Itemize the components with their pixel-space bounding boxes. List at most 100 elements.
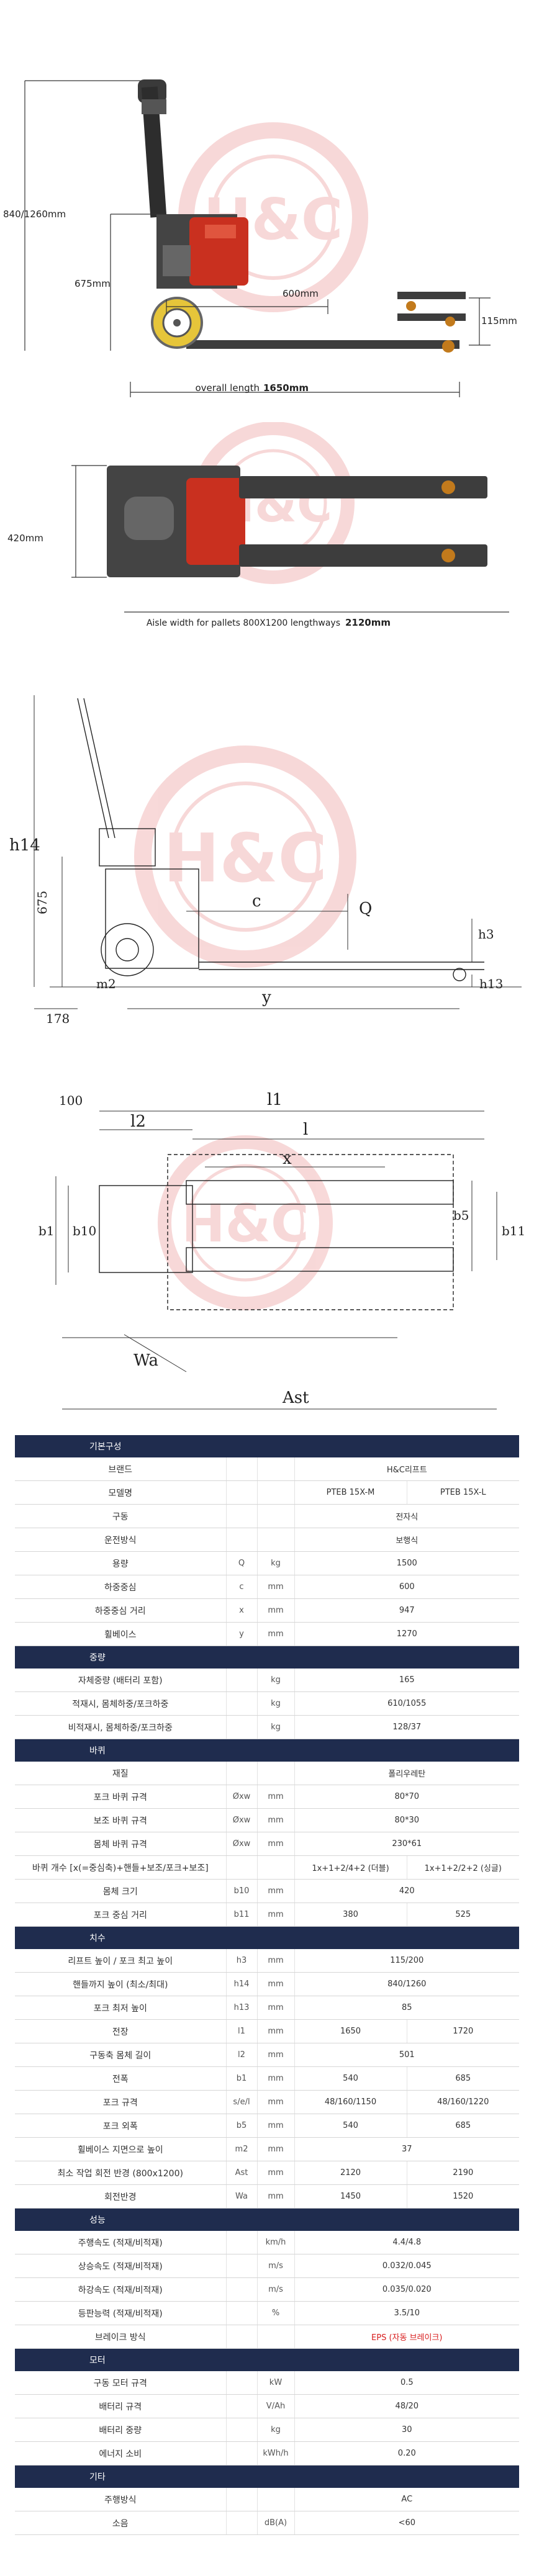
spec-symbol: b5 [226,2114,258,2138]
fork-top-lower [239,544,487,567]
spec-symbol [226,2230,258,2254]
section-title: 기본구성 [15,1435,520,1457]
spec-symbol [226,1761,258,1785]
spec-label: 최소 작업 회전 반경 (800x1200) [15,2161,227,2185]
section-header: 모터 [15,2348,520,2371]
side-technical-drawing: H&C h14 675 c Q h3 178 m2 y h13 [9,695,522,1026]
spec-value: 128/37 [294,1715,520,1739]
spec-unit [257,1457,295,1481]
spec-value-m: 1450 [294,2184,407,2209]
spec-label: 운전방식 [15,1528,227,1552]
spec-unit [257,1855,295,1880]
spec-value: 보행식 [294,1528,520,1552]
spec-value: 947 [294,1598,520,1623]
section-title: 바퀴 [15,1739,520,1762]
spec-symbol: l2 [226,2043,258,2067]
spec-unit: mm [257,1996,295,2020]
spec-value: 80*70 [294,1785,520,1809]
spec-unit: mm [257,2114,295,2138]
spec-symbol [226,1691,258,1716]
spec-unit: mm [257,2137,295,2161]
width-label: 420mm [7,533,43,544]
spec-symbol: h13 [226,1996,258,2020]
spec-unit: mm [257,2161,295,2185]
spec-value: H&C리프트 [294,1457,520,1481]
spec-unit: mm [257,1575,295,1599]
spec-symbol: Øxw [226,1785,258,1809]
spec-unit: mm [257,2043,295,2067]
spec-unit: mm [257,2090,295,2114]
spec-unit: mm [257,2019,295,2043]
spec-label: 회전반경 [15,2184,227,2209]
spec-symbol [226,2418,258,2442]
spec-unit: mm [257,1972,295,1996]
spec-value: 0.035/0.020 [294,2277,520,2302]
drive-wheel [151,297,203,349]
spec-symbol [226,2487,258,2511]
spec-label: 하중중심 [15,1575,227,1599]
spec-label: 휠베이스 [15,1622,227,1646]
section-header: 기타 [15,2465,520,2488]
spec-row: 등판능력 (적재/비적재)%3.5/10 [15,2301,520,2325]
label-y: y [261,988,271,1007]
label-100: 100 [59,1093,83,1108]
label-Ast: Ast [282,1389,309,1407]
spec-row: 바퀴 개수 [x(=중심축)+핸들+보조/포크+보조]1x+1+2/4+2 (더… [15,1855,520,1880]
spec-value-l: 2190 [407,2161,520,2185]
label-l1: l1 [267,1091,283,1109]
spec-label: 배터리 중량 [15,2418,227,2442]
spec-symbol: Ast [226,2161,258,2185]
spec-symbol [226,2301,258,2325]
label-h3: h3 [478,927,494,942]
spec-symbol: x [226,1598,258,1623]
spec-value-m: 48/160/1150 [294,2090,407,2114]
spec-value-m: PTEB 15X-M [294,1480,407,1505]
spec-label: 구동축 몸체 길이 [15,2043,227,2067]
watermark-logo: H&C [158,1135,333,1310]
spec-label: 브랜드 [15,1457,227,1481]
spec-symbol [226,1504,258,1528]
spec-label: 포크 외폭 [15,2114,227,2138]
spec-value-m: 2120 [294,2161,407,2185]
spec-unit: m/s [257,2254,295,2278]
spec-unit: kWh/h [257,2441,295,2466]
label-m2: m2 [96,976,116,991]
spec-unit: mm [257,1832,295,1856]
svg-text:H&C: H&C [181,1193,309,1254]
spec-value: 30 [294,2418,520,2442]
spec-unit: kg [257,1551,295,1575]
spec-value: 0.032/0.045 [294,2254,520,2278]
spec-unit: kg [257,1715,295,1739]
spec-label: 용량 [15,1551,227,1575]
spec-symbol: c [226,1575,258,1599]
aisle-width-prefix: Aisle width for pallets 800X1200 lengthw… [147,618,340,628]
spec-value-m: 540 [294,2114,407,2138]
spec-symbol [226,2325,258,2349]
label-b5: b5 [453,1208,469,1223]
spec-value: 1270 [294,1622,520,1646]
spec-label: 구동 [15,1504,227,1528]
spec-label: 휠베이스 지면으로 높이 [15,2137,227,2161]
spec-value: 501 [294,2043,520,2067]
label-l: l [303,1120,308,1139]
spec-unit: % [257,2301,295,2325]
spec-symbol [226,1457,258,1481]
spec-label: 비적재시, 몸체하중/포크하중 [15,1715,227,1739]
spec-label: 포크 중심 거리 [15,1903,227,1927]
spec-symbol [226,1480,258,1505]
spec-label: 상승속도 (적재/비적재) [15,2254,227,2278]
spec-value: 600 [294,1575,520,1599]
spec-value-l: 1520 [407,2184,520,2209]
